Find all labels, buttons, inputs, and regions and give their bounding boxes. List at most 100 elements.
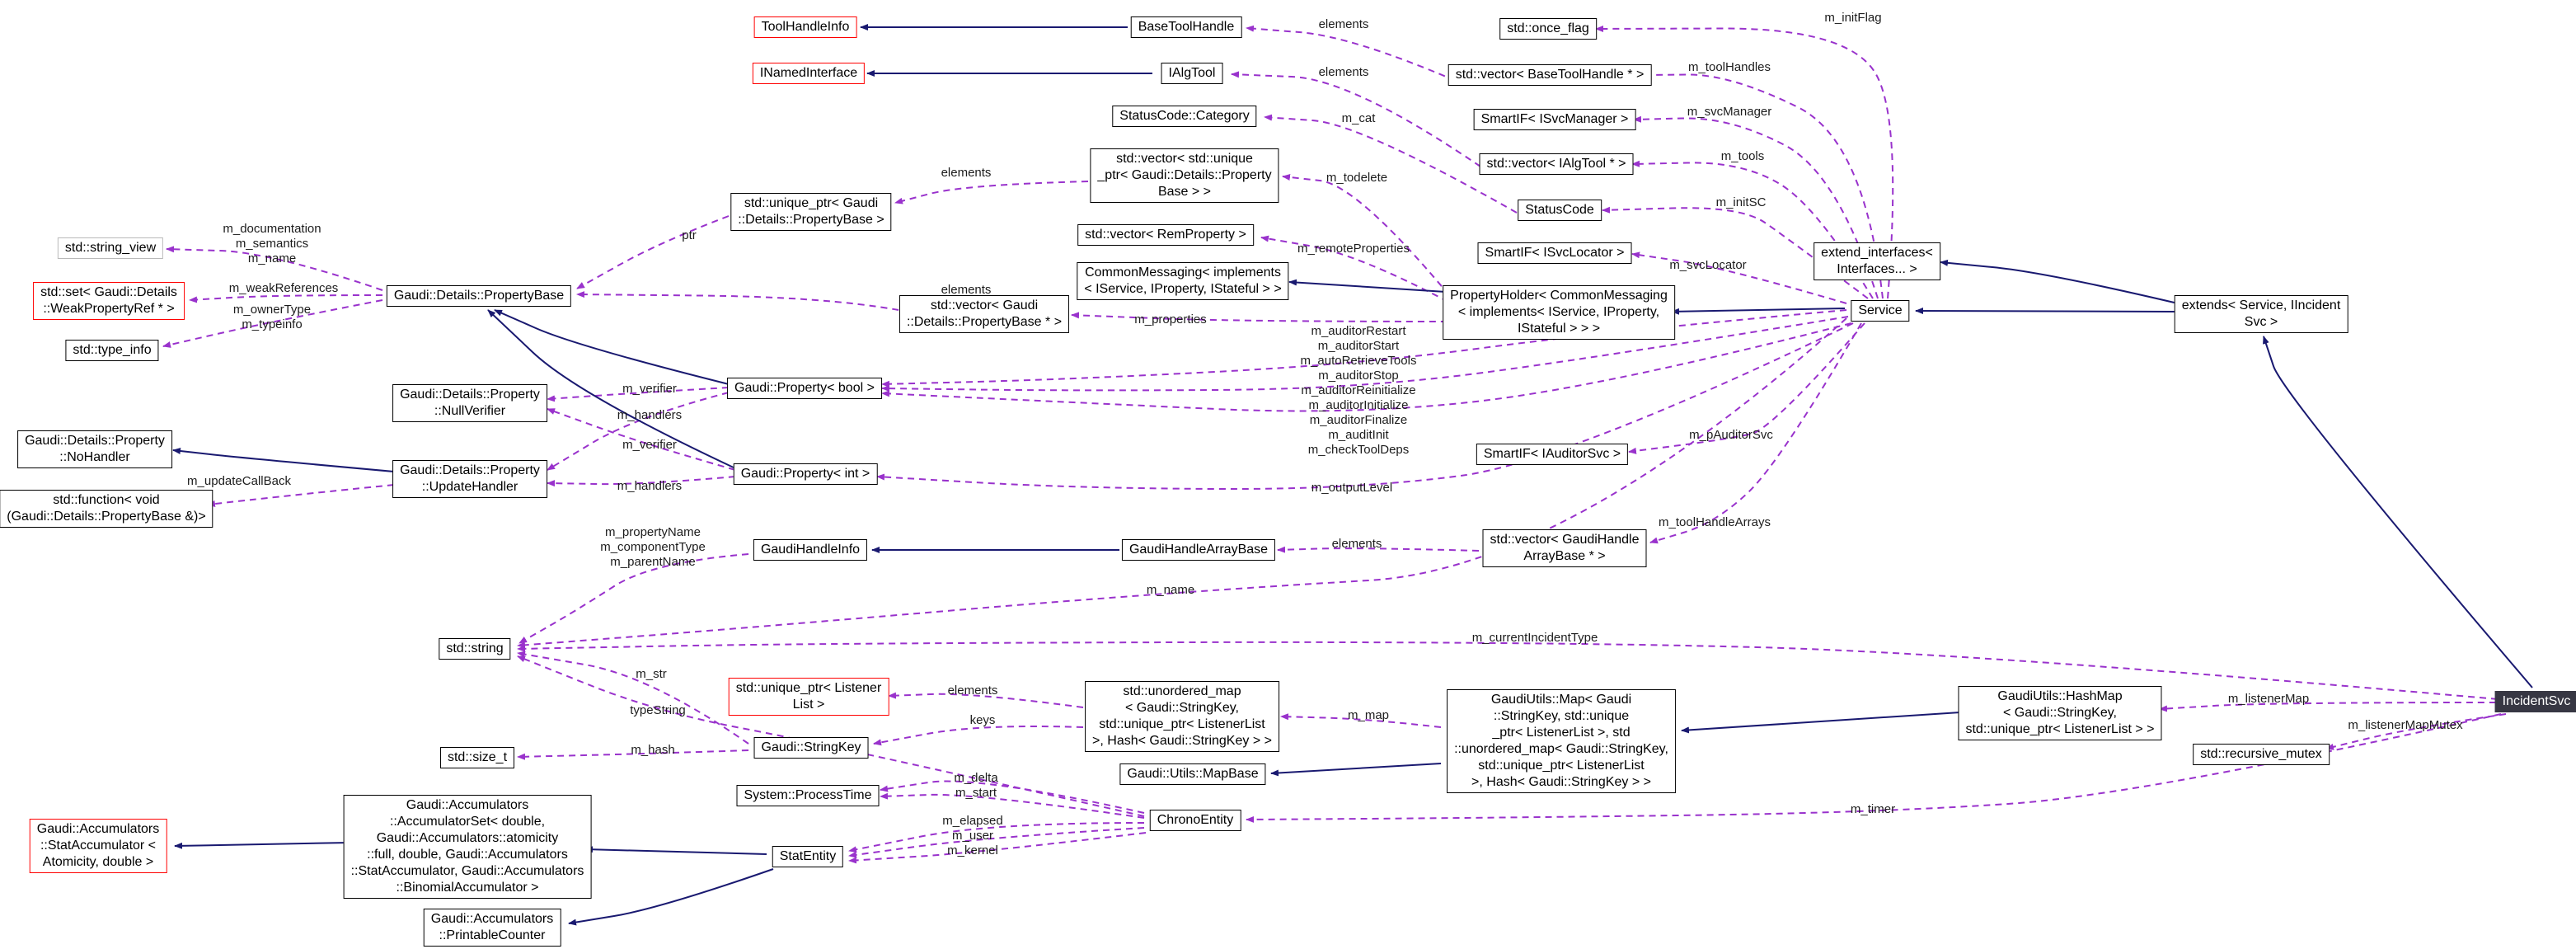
edge-vec-ialgtool--ialg-tool bbox=[1231, 71, 1481, 167]
edge-vec-propertybase-ptr--propertybase bbox=[576, 291, 899, 311]
edge-gaudi-handle-info--std-string bbox=[518, 553, 749, 644]
node-vec-propertybase-ptr[interactable]: std::vector< Gaudi ::Details::PropertyBa… bbox=[899, 295, 1070, 333]
node-common-messaging[interactable]: CommonMessaging< implements < IService, … bbox=[1077, 262, 1289, 300]
node-size-t[interactable]: std::size_t bbox=[439, 747, 515, 768]
edge-gaudiutils-map--unordered-map bbox=[1280, 713, 1442, 728]
node-vec-gaudi-handle-array-base[interactable]: std::vector< GaudiHandle ArrayBase * > bbox=[1482, 529, 1647, 567]
edge-property-holder--vec-unique-ptr-property bbox=[1282, 174, 1450, 296]
node-map-base[interactable]: Gaudi::Utils::MapBase bbox=[1119, 763, 1266, 785]
node-gaudiutils-map[interactable]: GaudiUtils::Map< Gaudi ::StringKey, std:… bbox=[1447, 689, 1676, 793]
edge-label-m-verifier-int: m_verifier bbox=[622, 438, 677, 452]
edge-label-m-currentincidenttype: m_currentIncidentType bbox=[1471, 631, 1598, 645]
node-statuscode[interactable]: StatusCode bbox=[1518, 200, 1602, 221]
node-process-time[interactable]: System::ProcessTime bbox=[736, 785, 880, 806]
node-ialg-tool[interactable]: IAlgTool bbox=[1161, 63, 1223, 84]
node-unordered-map[interactable]: std::unordered_map < Gaudi::StringKey, s… bbox=[1085, 681, 1279, 752]
node-update-handler[interactable]: Gaudi::Details::Property ::UpdateHandler bbox=[392, 460, 547, 498]
node-printable-counter[interactable]: Gaudi::Accumulators ::PrintableCounter bbox=[423, 909, 561, 947]
node-string-view[interactable]: std::string_view bbox=[57, 237, 164, 259]
edge-label-m-tools: m_tools bbox=[1720, 149, 1765, 163]
edge-property-int--propertybase bbox=[487, 309, 736, 469]
edge-label-m-timer: m_timer bbox=[1850, 802, 1896, 816]
node-accumulator-set[interactable]: Gaudi::Accumulators ::AccumulatorSet< do… bbox=[343, 795, 592, 899]
node-unique-ptr-listener-list[interactable]: std::unique_ptr< Listener List > bbox=[728, 678, 889, 716]
edge-label-m-name: m_name bbox=[1146, 583, 1195, 597]
edge-service--vec-gaudi-handle-array-base bbox=[1649, 322, 1862, 544]
edge-property-bool--propertybase bbox=[494, 309, 730, 385]
node-property-holder[interactable]: PropertyHolder< CommonMessaging < implem… bbox=[1443, 285, 1675, 340]
edge-label-m-str: m_str bbox=[636, 667, 667, 681]
edge-label-ptr: ptr bbox=[682, 228, 697, 242]
node-extend-interfaces[interactable]: extend_interfaces< Interfaces... > bbox=[1814, 242, 1940, 280]
edge-label-m-outputlevel: m_outputLevel bbox=[1311, 481, 1393, 495]
node-vec-unique-ptr-property[interactable]: std::vector< std::unique _ptr< Gaudi::De… bbox=[1090, 148, 1279, 203]
edge-property-holder--common-messaging bbox=[1288, 279, 1447, 293]
edge-service--property-bool bbox=[881, 316, 1849, 392]
node-vec-ialgtool[interactable]: std::vector< IAlgTool * > bbox=[1479, 153, 1634, 175]
edge-chrono-entity--process-time bbox=[880, 792, 1145, 819]
edge-unique-ptr-propertybase--propertybase bbox=[576, 215, 730, 289]
edge-label-auditor-flags: m_auditorRestart m_auditorStart m_autoRe… bbox=[1300, 324, 1417, 457]
node-gaudi-handle-info[interactable]: GaudiHandleInfo bbox=[753, 539, 868, 561]
node-vec-remproperty[interactable]: std::vector< RemProperty > bbox=[1077, 224, 1254, 246]
edge-label-m-remoteproperties: m_remoteProperties bbox=[1297, 242, 1410, 256]
edge-vec-unique-ptr-property--unique-ptr-propertybase bbox=[894, 181, 1089, 204]
node-incident-svc: IncidentSvc bbox=[2494, 691, 2576, 712]
node-once-flag[interactable]: std::once_flag bbox=[1499, 18, 1597, 40]
edge-label-m-listenermap: m_listenerMap bbox=[2227, 692, 2310, 706]
node-statuscode-category[interactable]: StatusCode::Category bbox=[1112, 106, 1257, 127]
node-stringkey[interactable]: Gaudi::StringKey bbox=[753, 737, 869, 759]
node-gaudi-handle-array-base[interactable]: GaudiHandleArrayBase bbox=[1121, 539, 1276, 561]
node-chrono-entity[interactable]: ChronoEntity bbox=[1149, 810, 1241, 831]
edge-service--property-bool bbox=[881, 309, 1847, 388]
node-type-info[interactable]: std::type_info bbox=[65, 340, 159, 361]
node-set-weakpropertyref[interactable]: std::set< Gaudi::Details ::WeakPropertyR… bbox=[33, 282, 185, 320]
node-extends-service[interactable]: extends< Service, IIncident Svc > bbox=[2174, 295, 2348, 333]
node-stat-entity[interactable]: StatEntity bbox=[772, 846, 844, 867]
node-std-function[interactable]: std::function< void (Gaudi::Details::Pro… bbox=[0, 490, 213, 528]
node-smartif-iauditorsvc[interactable]: SmartIF< IAuditorSvc > bbox=[1476, 444, 1629, 465]
edge-chrono-entity--std-string bbox=[517, 655, 1145, 817]
node-service[interactable]: Service bbox=[1851, 300, 1910, 322]
edge-chrono-entity--stat-entity bbox=[848, 832, 1147, 864]
node-no-handler[interactable]: Gaudi::Details::Property ::NoHandler bbox=[17, 430, 172, 468]
node-smartif-isvcmanager[interactable]: SmartIF< ISvcManager > bbox=[1473, 109, 1636, 130]
edge-label-elements-handlearray: elements bbox=[1331, 537, 1382, 551]
node-unique-ptr-propertybase[interactable]: std::unique_ptr< Gaudi ::Details::Proper… bbox=[730, 193, 892, 231]
edge-label-m-svcmanager: m_svcManager bbox=[1687, 105, 1772, 119]
edge-label-propertybase-strings: m_documentation m_semantics m_name bbox=[223, 222, 321, 265]
edge-label-m-map: m_map bbox=[1347, 708, 1390, 722]
node-property-bool[interactable]: Gaudi::Property< bool > bbox=[727, 378, 882, 399]
edge-label-chrono-stats: m_elapsed m_user m_kernel bbox=[942, 814, 1003, 857]
node-stat-accumulator[interactable]: Gaudi::Accumulators ::StatAccumulator < … bbox=[29, 819, 167, 873]
edge-property-bool--update-handler bbox=[547, 392, 730, 471]
edge-label-m-hash: m_hash bbox=[631, 743, 675, 757]
edge-label-m-delta-start: m_delta m_start bbox=[954, 771, 998, 800]
node-tool-handle-info[interactable]: ToolHandleInfo bbox=[753, 16, 857, 38]
node-base-tool-handle[interactable]: BaseToolHandle bbox=[1130, 16, 1242, 38]
node-recursive-mutex[interactable]: std::recursive_mutex bbox=[2193, 744, 2330, 765]
node-propertybase[interactable]: Gaudi::Details::PropertyBase bbox=[386, 285, 572, 307]
edge-service--property-int bbox=[876, 322, 1854, 491]
edge-service--smartif-isvcmanager bbox=[1633, 115, 1879, 299]
edge-label-m-pauditorsvc: m_pAuditorSvc bbox=[1689, 428, 1773, 442]
edge-update-handler--std-function bbox=[207, 484, 395, 507]
edge-propertybase--type-info bbox=[162, 299, 383, 348]
edge-label-m-initsc: m_initSC bbox=[1715, 195, 1767, 209]
edge-stringkey--size-t bbox=[517, 749, 749, 760]
edge-service--once-flag bbox=[1595, 25, 1894, 299]
edge-unordered-map--unique-ptr-listener-list bbox=[888, 692, 1084, 708]
node-std-string[interactable]: std::string bbox=[439, 638, 511, 660]
edge-service--std-string bbox=[517, 317, 1847, 649]
edge-vec-gaudi-handle-array-base--gaudi-handle-array-base bbox=[1277, 546, 1480, 553]
node-inamed-interface[interactable]: INamedInterface bbox=[752, 63, 866, 84]
node-gaudiutils-hashmap[interactable]: GaudiUtils::HashMap < Gaudi::StringKey, … bbox=[1958, 686, 2162, 740]
node-property-int[interactable]: Gaudi::Property< int > bbox=[733, 463, 878, 485]
node-vec-base-tool-handle[interactable]: std::vector< BaseToolHandle * > bbox=[1448, 64, 1652, 86]
node-smartif-isvclocator[interactable]: SmartIF< ISvcLocator > bbox=[1477, 242, 1632, 264]
edge-stat-entity--printable-counter bbox=[568, 868, 774, 926]
edge-label-m-toolhandles: m_toolHandles bbox=[1687, 60, 1771, 74]
node-null-verifier[interactable]: Gaudi::Details::Property ::NullVerifier bbox=[392, 384, 547, 422]
edge-propertybase--set-weakpropertyref bbox=[189, 294, 383, 303]
